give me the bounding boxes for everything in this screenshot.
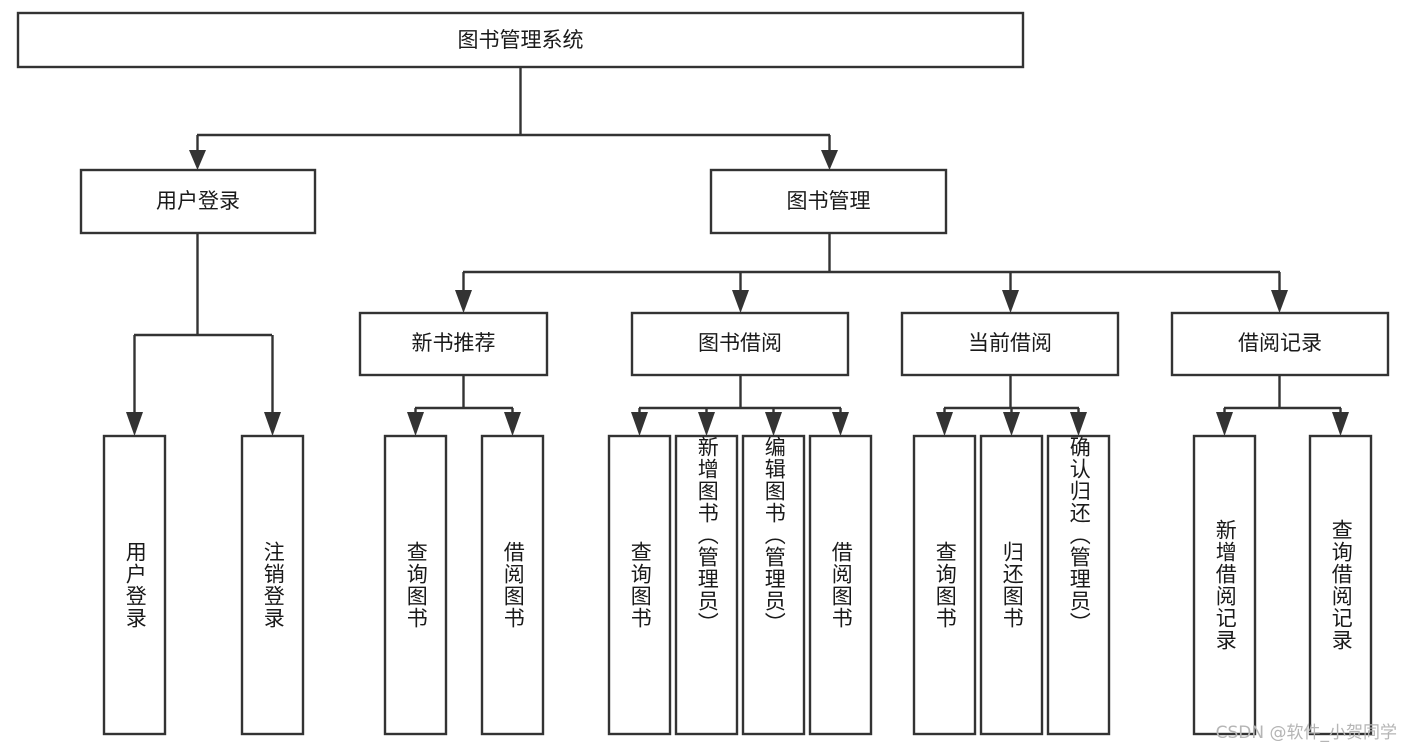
node-borrow-record[interactable]: 借阅记录 [1170, 311, 1390, 377]
arrow-head-leaf-user-login-1 [126, 412, 143, 436]
leaf-box-book-borrow-4[interactable] [808, 434, 873, 736]
node-book-manage[interactable]: 图书管理 [709, 168, 948, 235]
leaf-box-current-borrow-1[interactable] [912, 434, 977, 736]
node-new-book-recommend-label: 新书推荐 [412, 331, 496, 355]
leaf-box-borrow-record-1[interactable] [1192, 434, 1257, 736]
node-user-login-box[interactable] [79, 168, 317, 235]
node-root[interactable]: 图书管理系统 [16, 11, 1025, 69]
leaf-box-book-borrow-3[interactable] [741, 434, 806, 736]
node-user-login[interactable]: 用户登录 [79, 168, 317, 235]
arrow-head-leaf-new-book-2 [504, 412, 521, 436]
arrow-head-leaf-user-login-2 [264, 412, 281, 436]
node-new-book-recommend-box[interactable] [358, 311, 549, 377]
arrow-head-user-login [189, 150, 206, 170]
arrow-head-book-manage [821, 150, 838, 170]
arrow-head-leaf-current-borrow-1 [936, 412, 953, 436]
leaf-box-user-login-2[interactable] [240, 434, 305, 736]
leaf-box-book-borrow-1[interactable] [607, 434, 672, 736]
node-borrow-record-label: 借阅记录 [1238, 331, 1322, 355]
leaf-box-current-borrow-2[interactable] [979, 434, 1044, 736]
node-new-book-recommend[interactable]: 新书推荐 [358, 311, 549, 377]
arrow-head-leaf-new-book-1 [407, 412, 424, 436]
node-user-login-label: 用户登录 [156, 189, 240, 213]
arrow-head-leaf-borrow-record-2 [1332, 412, 1349, 436]
arrow-head-borrow-record [1271, 290, 1288, 313]
arrow-head-leaf-current-borrow-3 [1070, 412, 1087, 436]
arrow-head-leaf-book-borrow-3 [765, 412, 782, 436]
arrow-head-book-borrow [732, 290, 749, 313]
node-root-box[interactable] [16, 11, 1025, 69]
node-current-borrow[interactable]: 当前借阅 [900, 311, 1120, 377]
leaf-box-borrow-record-2[interactable] [1308, 434, 1373, 736]
node-book-borrow-box[interactable] [630, 311, 850, 377]
arrow-head-new-book-recommend [455, 290, 472, 313]
node-book-borrow[interactable]: 图书借阅 [630, 311, 850, 377]
node-current-borrow-box[interactable] [900, 311, 1120, 377]
node-book-manage-box[interactable] [709, 168, 948, 235]
leaf-box-new-book-2[interactable] [480, 434, 545, 736]
leaf-box-user-login-1[interactable] [102, 434, 167, 736]
connector-layer [126, 67, 1349, 436]
leaf-box-book-borrow-2[interactable] [674, 434, 739, 736]
leaf-box-current-borrow-3[interactable] [1046, 434, 1111, 736]
node-root-label: 图书管理系统 [458, 28, 584, 52]
arrow-head-leaf-borrow-record-1 [1216, 412, 1233, 436]
arrow-head-current-borrow [1002, 290, 1019, 313]
arrow-head-leaf-book-borrow-2 [698, 412, 715, 436]
node-current-borrow-label: 当前借阅 [968, 331, 1052, 355]
arrow-head-leaf-book-borrow-4 [832, 412, 849, 436]
node-book-manage-label: 图书管理 [787, 189, 871, 213]
node-book-borrow-label: 图书借阅 [698, 331, 782, 355]
node-borrow-record-box[interactable] [1170, 311, 1390, 377]
arrow-head-leaf-current-borrow-2 [1003, 412, 1020, 436]
leaf-box-new-book-1[interactable] [383, 434, 448, 736]
arrow-head-leaf-book-borrow-1 [631, 412, 648, 436]
